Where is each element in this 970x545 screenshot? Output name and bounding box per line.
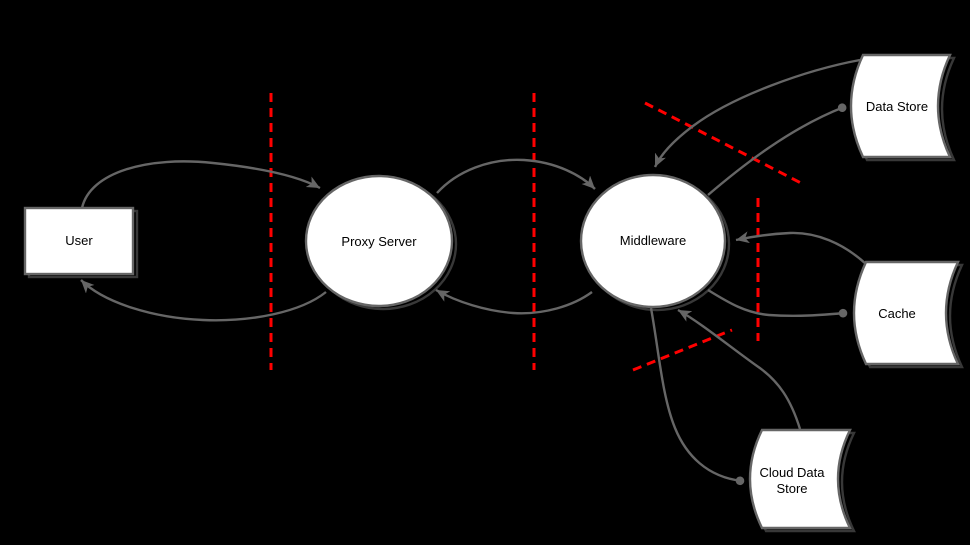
flow-middleware-to-data-store[interactable] <box>707 103 847 196</box>
flow-data-store-to-middleware[interactable] <box>653 58 861 168</box>
node-data-store[interactable] <box>849 53 952 159</box>
node-label-line: Cloud Data <box>759 465 825 480</box>
node-label-user: User <box>65 233 93 248</box>
flow-cloud-data-store-to-middleware[interactable] <box>677 308 802 430</box>
node-cache[interactable] <box>852 260 960 366</box>
data-flows-layer <box>80 58 867 486</box>
node-label-middleware: Middleware <box>620 233 686 248</box>
flow-cache-to-middleware[interactable] <box>735 231 867 265</box>
node-label-cache: Cache <box>878 306 916 321</box>
node-label-line: Data Store <box>866 99 928 114</box>
node-label-proxy-server: Proxy Server <box>341 234 417 249</box>
node-label-line: Cache <box>878 306 916 321</box>
node-middleware[interactable] <box>579 173 727 309</box>
node-user[interactable] <box>23 206 135 276</box>
node-label-data-store: Data Store <box>866 99 928 114</box>
node-label-line: Middleware <box>620 233 686 248</box>
node-label-line: User <box>65 233 93 248</box>
node-cloud-data-store[interactable] <box>748 428 852 530</box>
flow-proxy-server-to-user[interactable] <box>80 279 327 322</box>
flow-proxy-server-to-middleware[interactable] <box>436 158 596 194</box>
flow-user-to-proxy-server[interactable] <box>80 160 321 209</box>
flow-middleware-to-proxy-server[interactable] <box>435 288 593 315</box>
trust-boundary-5[interactable] <box>632 328 733 372</box>
node-proxy-server[interactable] <box>304 174 454 308</box>
flow-middleware-to-cloud-data-store[interactable] <box>649 307 745 486</box>
node-label-line: Store <box>776 481 807 496</box>
trust-boundaries-layer <box>269 93 802 372</box>
nodes-layer: User Proxy Server Middleware Data StoreCach… <box>23 53 964 533</box>
node-label-line: Proxy Server <box>341 234 417 249</box>
flow-middleware-to-cache[interactable] <box>707 288 848 318</box>
